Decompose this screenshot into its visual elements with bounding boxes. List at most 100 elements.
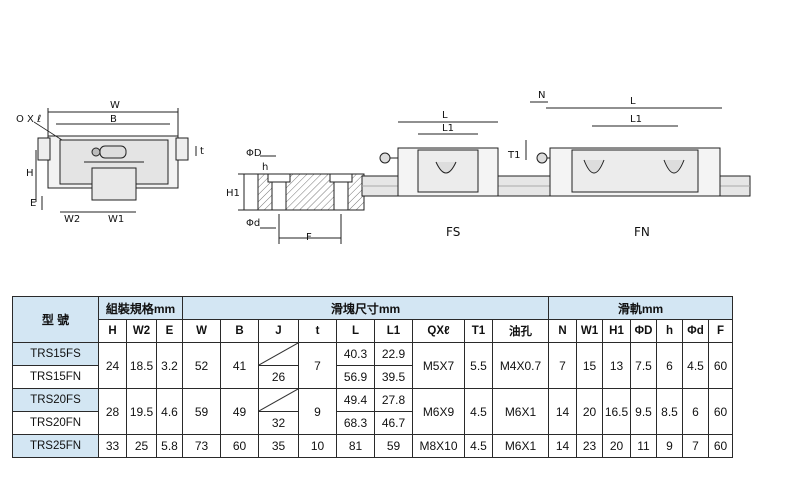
model-cell: TRS20FN — [12, 411, 99, 435]
col-f: F — [708, 319, 733, 343]
cell-e: 5.8 — [156, 434, 183, 458]
cell-phi-d-big: 9.5 — [630, 388, 657, 435]
cell-phi-d-small: 7 — [682, 434, 709, 458]
cell-j: 32 — [258, 411, 299, 435]
header-assembly: 組裝規格mm — [98, 296, 183, 320]
header-model: 型 號 — [12, 296, 99, 343]
label-h: H — [26, 168, 34, 179]
end-view — [33, 108, 197, 213]
label-w: W — [110, 100, 120, 111]
cell-h-small: 6 — [656, 342, 683, 389]
cell-phi-d-big: 7.5 — [630, 342, 657, 389]
model-cell: TRS15FS — [12, 342, 99, 366]
cell-j: 26 — [258, 365, 299, 389]
spec-table: 型 號 組裝規格mm 滑塊尺寸mm 滑軌mm H W2 E W B J t L … — [12, 296, 733, 458]
cell-t: 7 — [298, 342, 337, 389]
label-h1: H1 — [226, 188, 240, 199]
cell-l: 56.9 — [336, 365, 375, 389]
cell-l1: 27.8 — [374, 388, 413, 412]
cell-l: 49.4 — [336, 388, 375, 412]
cell-phi-d-small: 6 — [682, 388, 709, 435]
cell-f: 60 — [708, 342, 733, 389]
technical-drawing: O X ℓ W B t H E W2 W1 ΦD h H1 Φd F — [16, 90, 751, 244]
cell-b: 60 — [220, 434, 259, 458]
col-t1: T1 — [464, 319, 493, 343]
col-j: J — [258, 319, 299, 343]
cell-l1: 46.7 — [374, 411, 413, 435]
cell-n: 14 — [548, 388, 577, 435]
col-phi-d-big: ΦD — [630, 319, 657, 343]
cell-w: 52 — [182, 342, 221, 389]
cell-l: 40.3 — [336, 342, 375, 366]
label-f: F — [306, 232, 312, 243]
table-row: TRS15FN 26 56.9 39.5 — [12, 365, 733, 389]
label-w2: W2 — [64, 214, 80, 225]
cell-t1: 4.5 — [464, 388, 493, 435]
cell-w1: 15 — [576, 342, 603, 389]
col-w2: W2 — [126, 319, 157, 343]
cell-t1: 4.5 — [464, 434, 493, 458]
model-cell: TRS20FS — [12, 388, 99, 412]
side-view — [361, 101, 751, 197]
diagonal-slash — [259, 389, 298, 411]
table-row: TRS15FS 24 18.5 3.2 52 41 7 40.3 22.9 M5… — [12, 342, 733, 389]
cell-w1: 23 — [576, 434, 603, 458]
cell-e: 4.6 — [156, 388, 183, 435]
cell-h1: 13 — [602, 342, 631, 389]
table-row: TRS20FS 28 19.5 4.6 59 49 9 49.4 27.8 M6… — [12, 388, 733, 435]
label-oxl: O X ℓ — [16, 114, 41, 125]
cell-l1: 39.5 — [374, 365, 413, 389]
cell-h1: 20 — [602, 434, 631, 458]
col-e: E — [156, 319, 183, 343]
cell-h-small: 8.5 — [656, 388, 683, 435]
cell-j: 35 — [258, 434, 299, 458]
cell-b: 49 — [220, 388, 259, 435]
cell-t1: 5.5 — [464, 342, 493, 389]
cell-qxl: M6X9 — [412, 388, 465, 435]
cell-w: 59 — [182, 388, 221, 435]
cell-h: 28 — [98, 388, 127, 435]
col-t: t — [298, 319, 337, 343]
cell-w: 73 — [182, 434, 221, 458]
col-b: B — [220, 319, 259, 343]
label-n: N — [538, 90, 545, 101]
label-t1: T1 — [507, 150, 520, 161]
label-e: E — [30, 198, 36, 209]
col-w: W — [182, 319, 221, 343]
label-l-fn: L — [630, 96, 636, 107]
label-b: B — [110, 114, 117, 125]
model-cell: TRS15FN — [12, 365, 99, 389]
cell-t: 9 — [298, 388, 337, 435]
cell-w2: 19.5 — [126, 388, 157, 435]
cell-b: 41 — [220, 342, 259, 389]
cell-phi-d-small: 4.5 — [682, 342, 709, 389]
col-h-small: h — [656, 319, 683, 343]
col-h: H — [98, 319, 127, 343]
rail-section — [238, 155, 365, 244]
cell-h: 24 — [98, 342, 127, 389]
col-n: N — [548, 319, 577, 343]
cell-h-small: 9 — [656, 434, 683, 458]
cell-t: 10 — [298, 434, 337, 458]
cell-l: 68.3 — [336, 411, 375, 435]
header-rail: 滑軌mm — [548, 296, 733, 320]
table-row: TRS20FN 32 68.3 46.7 — [12, 411, 733, 435]
cell-oil: M6X1 — [492, 434, 549, 458]
cell-oil: M4X0.7 — [492, 342, 549, 389]
label-l-fs: L — [442, 110, 448, 121]
cell-oil: M6X1 — [492, 388, 549, 435]
label-phi-D: ΦD — [246, 148, 262, 159]
col-qxl: QXℓ — [412, 319, 465, 343]
col-h1: H1 — [602, 319, 631, 343]
cell-qxl: M8X10 — [412, 434, 465, 458]
label-fs: FS — [446, 225, 460, 239]
label-w1: W1 — [108, 214, 124, 225]
cell-w2: 25 — [126, 434, 157, 458]
col-w1: W1 — [576, 319, 603, 343]
col-l1: L1 — [374, 319, 413, 343]
cell-qxl: M5X7 — [412, 342, 465, 389]
model-cell: TRS25FN — [12, 434, 99, 458]
table-row: TRS25FN 33 25 5.8 73 60 35 10 81 59 M8X1… — [12, 434, 733, 458]
label-fn: FN — [634, 225, 650, 239]
col-oil: 油孔 — [492, 319, 549, 343]
